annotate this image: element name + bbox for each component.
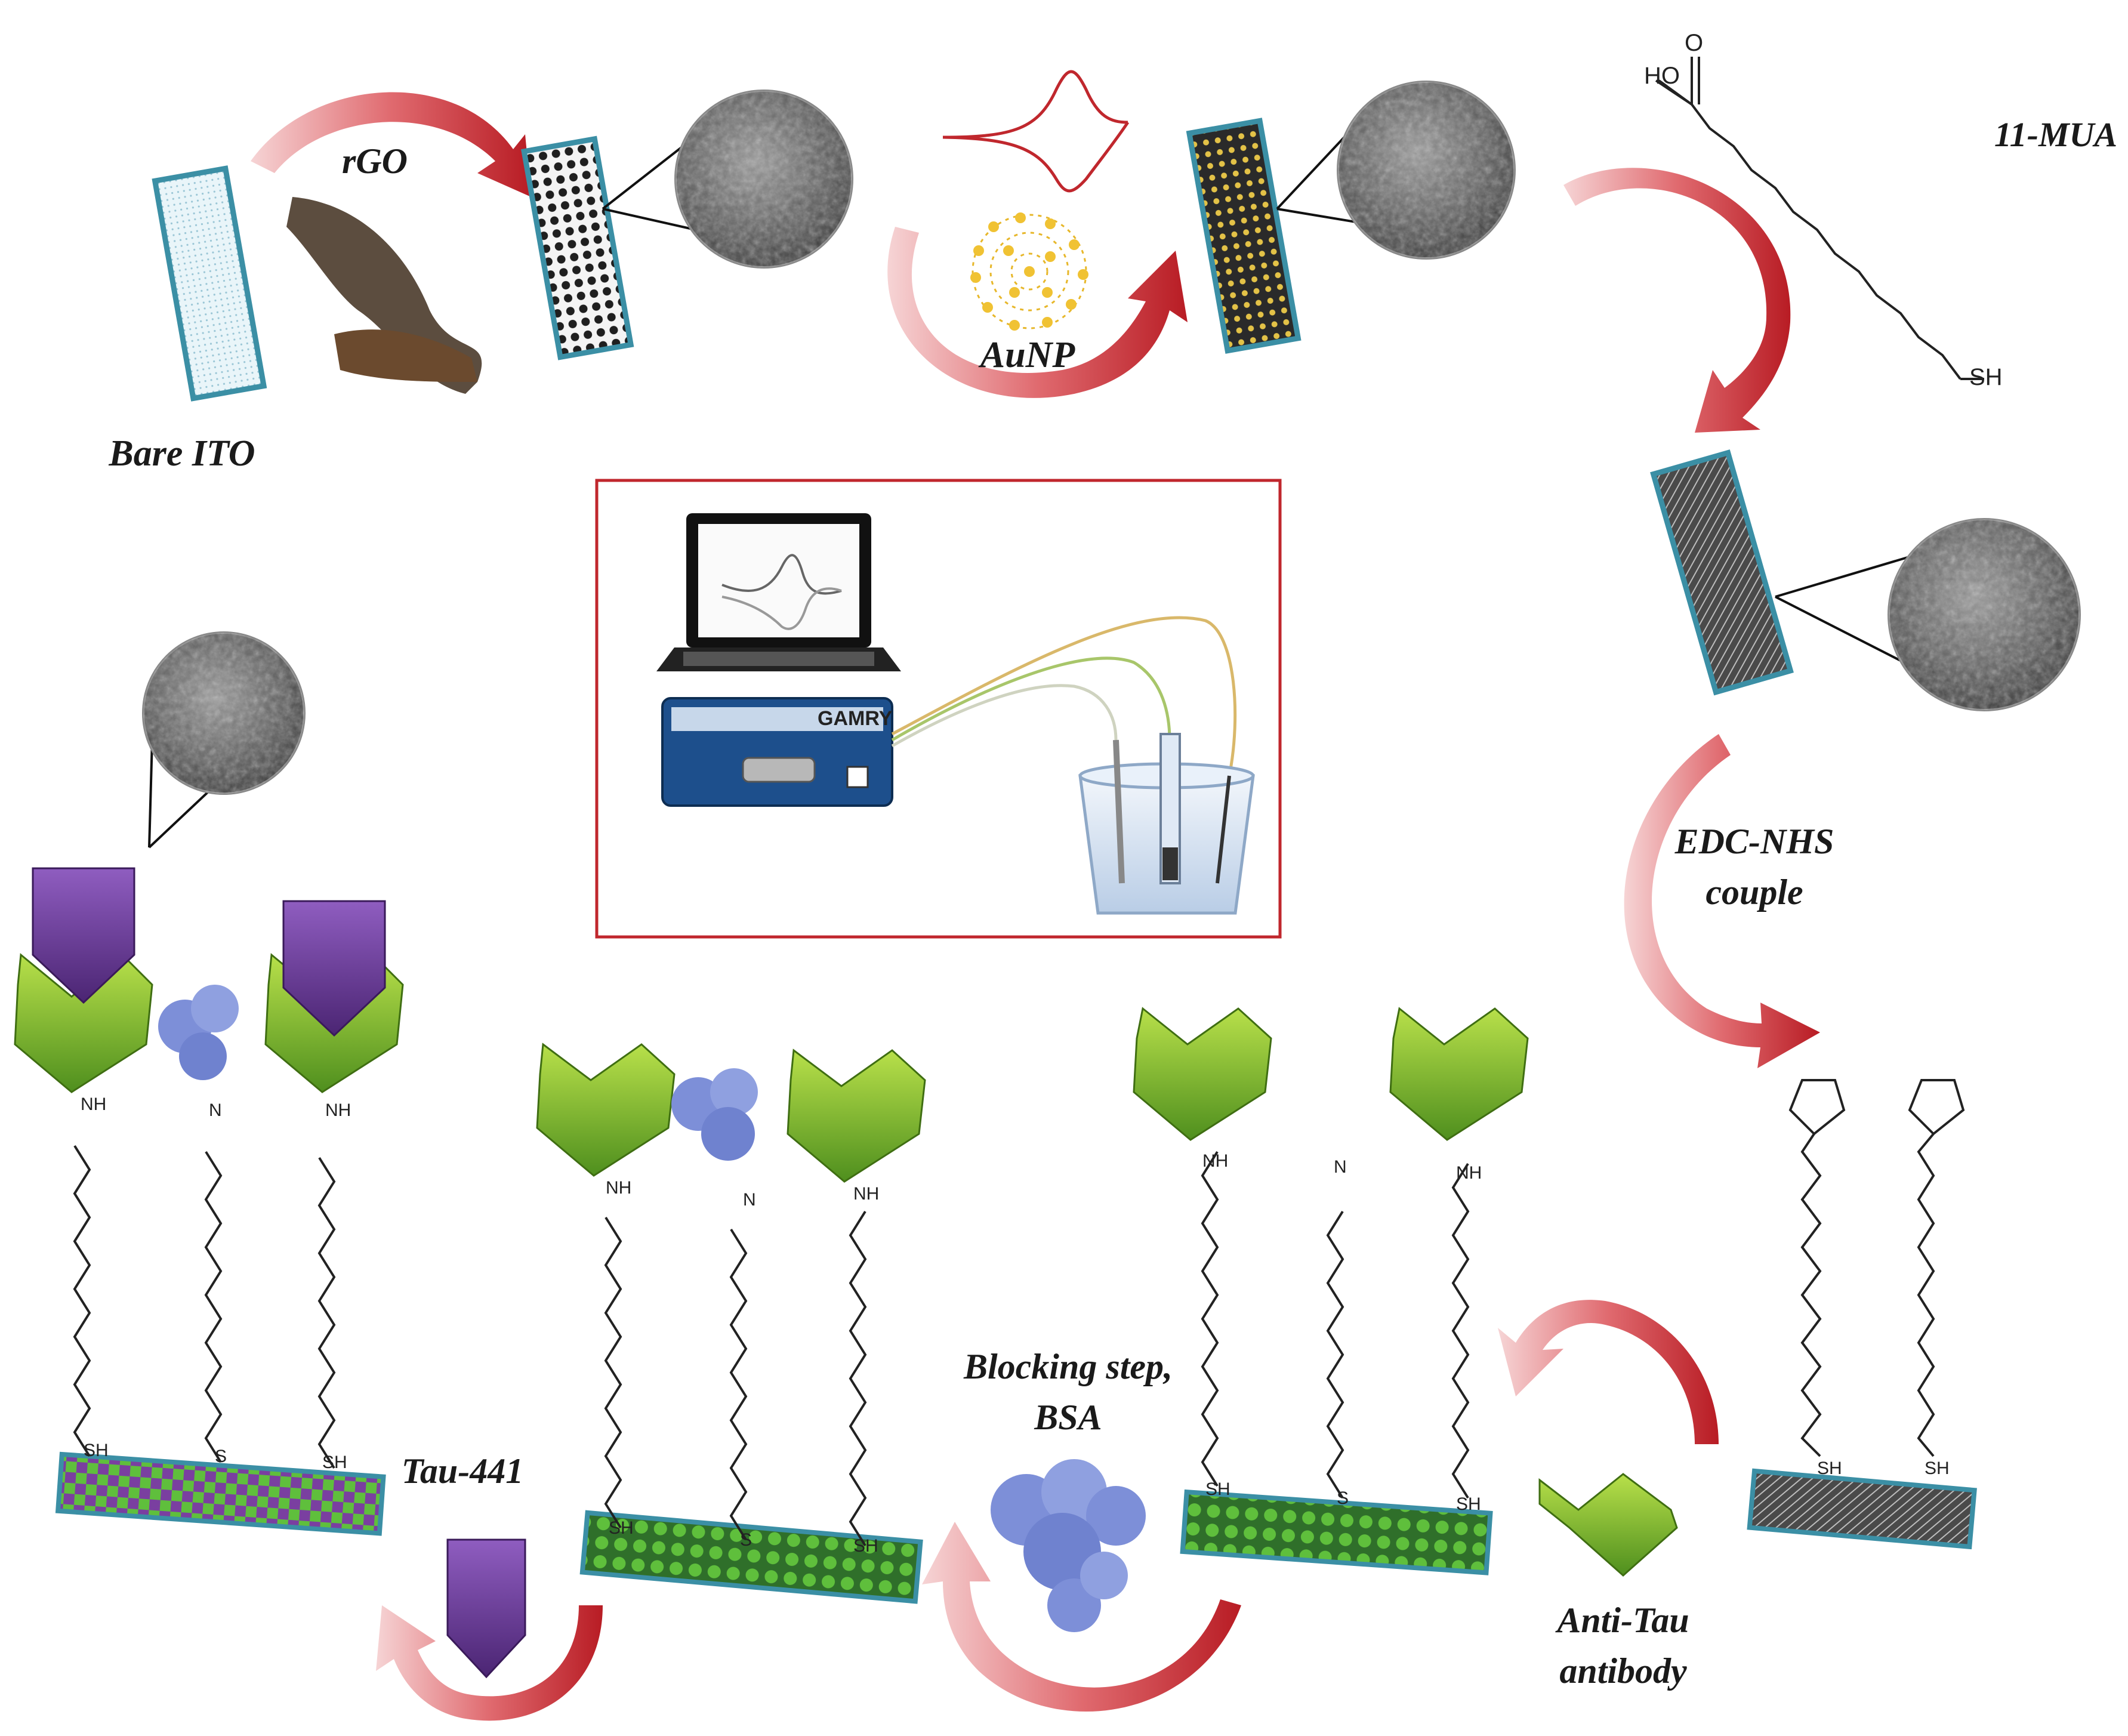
anti-tau-label-line1: Anti-Tau (1555, 1601, 1689, 1640)
antibody-chains (1201, 1151, 1470, 1499)
rgo-label: rGO (342, 141, 408, 181)
edc-nhs-label-line2: couple (1706, 872, 1803, 912)
mua-sh-text: SH (1969, 364, 2003, 390)
aunp-label: AuNP (978, 335, 1076, 375)
blocking-label-line2: BSA (1034, 1398, 1102, 1437)
tau-antigen-bound-1 (32, 867, 135, 1004)
ab-nh-1: NH (1202, 1151, 1228, 1171)
mua-electrode (1650, 449, 1794, 696)
arrow-edc-nhs (1624, 734, 1820, 1068)
antibody-1 (1133, 1007, 1272, 1141)
bsa-nh-2: NH (853, 1184, 879, 1204)
nhs-sh-1: SH (1817, 1459, 1842, 1478)
bsa-n-1: N (743, 1190, 756, 1210)
potentiostat-brand: GAMRY (818, 707, 893, 730)
tau-nh-1: NH (81, 1094, 106, 1114)
arrow-to-mua (1563, 168, 1791, 433)
tau-antigen-free (446, 1538, 526, 1679)
aunp-cluster-icon (970, 212, 1088, 331)
tau-s-1: S (215, 1447, 227, 1466)
cv-curve-icon (942, 70, 1130, 193)
anti-tau-antibody-free (1538, 1473, 1678, 1577)
tau-bound-electrode (55, 1451, 386, 1536)
tau-label: Tau-441 (402, 1451, 524, 1491)
arrow-aunp (887, 227, 1188, 398)
mua-o-text: O (1685, 30, 1703, 56)
mua-label: 11-MUA (1994, 115, 2117, 154)
bare-ito-label: Bare ITO (108, 433, 255, 474)
bsa-sh-2: SH (853, 1536, 878, 1556)
bsa-nh-1: NH (606, 1178, 631, 1198)
tau-sh-1: SH (84, 1441, 109, 1460)
tau-n-1: N (209, 1100, 222, 1120)
potentiostat-icon: GAMRY (661, 697, 893, 807)
bsa-blocked-electrode (579, 1510, 923, 1604)
nhs-chains (1788, 1079, 1965, 1457)
bsa-chains (604, 1210, 867, 1547)
bare-ito-electrode (152, 165, 267, 402)
antibody-4 (787, 1049, 926, 1183)
rgo-electrode (520, 135, 634, 360)
tau-sh-2: SH (322, 1453, 347, 1472)
rgo-sheet-icon (286, 197, 482, 394)
arrow-tau (376, 1605, 603, 1721)
bsa-protein-bound-2 (158, 985, 239, 1080)
mua-molecule: HO O SH (1644, 30, 2003, 390)
nhs-activated-electrode (1747, 1468, 1977, 1550)
edc-nhs-label-line1: EDC-NHS (1674, 822, 1834, 861)
antibody-3 (536, 1043, 676, 1177)
nhs-sh-2: SH (1925, 1459, 1950, 1478)
anti-tau-label-line2: antibody (1559, 1651, 1687, 1691)
arrow-blocking (922, 1522, 1241, 1712)
bsa-protein-icon (991, 1459, 1146, 1632)
mua-ho-text: HO (1644, 63, 1680, 89)
tau-nh-2: NH (325, 1100, 351, 1120)
arrow-ito-to-rgo (251, 92, 531, 197)
electrode-cables (891, 616, 1237, 776)
antibody-2 (1389, 1007, 1529, 1141)
antibody-electrode (1180, 1489, 1493, 1575)
bsa-protein-bound (671, 1068, 758, 1161)
electrochemical-cell-icon (1078, 733, 1255, 915)
ab-nh-2: NH (1456, 1163, 1482, 1183)
tau-chains (73, 1145, 336, 1469)
blocking-label-line1: Blocking step, (963, 1347, 1173, 1386)
bsa-s-1: S (740, 1530, 752, 1550)
ab-sh-2: SH (1456, 1494, 1481, 1514)
ab-s-1: S (1337, 1488, 1349, 1508)
bsa-sh-1: SH (609, 1518, 634, 1538)
arrow-anti-tau (1498, 1300, 1719, 1444)
ab-n-1: N (1334, 1157, 1347, 1177)
ab-sh-1: SH (1205, 1479, 1230, 1499)
aunp-electrode (1186, 118, 1302, 354)
laptop-icon (656, 513, 901, 671)
tau-antigen-bound-2 (282, 900, 386, 1037)
